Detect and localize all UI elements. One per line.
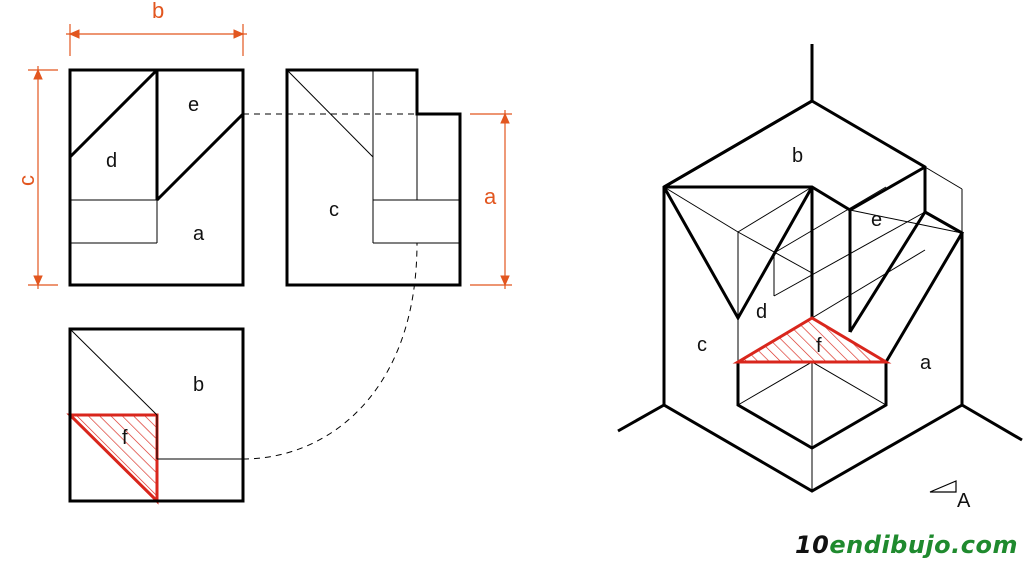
iso-label-c: c — [697, 334, 707, 356]
logo-number: 10 — [794, 531, 830, 559]
iso-label-d: d — [756, 301, 767, 323]
top-view-outline — [68, 327, 245, 503]
dimension-label-a: a — [484, 184, 497, 209]
side-view-diagonal — [286, 69, 374, 158]
view-arrow-icon — [929, 480, 957, 493]
iso-section-f — [732, 316, 892, 364]
top-view-diagonal — [69, 328, 158, 416]
iso-label-b: b — [792, 145, 803, 167]
iso-thin-line — [849, 209, 963, 234]
iso-label-f: f — [816, 335, 822, 357]
dimension-a — [470, 110, 512, 289]
logo-accent: dibujo — [863, 531, 952, 559]
face-label-d: d — [106, 150, 117, 172]
iso-thin-line — [737, 231, 813, 274]
iso-label-e: e — [871, 209, 882, 231]
face-label-e: e — [188, 94, 199, 116]
view-marker: A — [929, 480, 971, 512]
view-marker-label: A — [957, 490, 971, 512]
front-view: d e a — [68, 68, 245, 287]
iso-top-inner — [664, 165, 926, 212]
side-view: c — [285, 68, 462, 287]
face-label-c: c — [329, 199, 339, 221]
dimension-b — [66, 24, 247, 56]
top-view: b f — [66, 327, 245, 505]
iso-thin-line — [924, 166, 963, 190]
section-hatch-f — [66, 413, 159, 505]
iso-face-e — [848, 209, 965, 363]
isometric-view: b e d c f a — [617, 44, 1023, 493]
logo-domain: .com — [951, 531, 1018, 559]
face-label-b: b — [193, 374, 204, 396]
iso-top-face — [663, 99, 813, 189]
iso-axis — [617, 403, 665, 433]
front-view-diagonal-e — [155, 112, 245, 202]
projection-arc — [242, 242, 418, 460]
dimension-label-b: b — [152, 0, 164, 23]
iso-label-a: a — [920, 352, 932, 374]
iso-thin-line — [811, 249, 926, 319]
logo-prefix: en — [829, 531, 864, 559]
iso-thin-line — [737, 186, 813, 233]
site-logo: 10endibujo.com — [795, 531, 1018, 559]
iso-axis — [961, 403, 1023, 442]
dimension-c — [28, 66, 58, 289]
iso-thin-line — [663, 186, 739, 233]
face-label-a: a — [193, 223, 205, 245]
iso-thin-line — [773, 211, 926, 297]
face-label-f: f — [122, 427, 128, 449]
dimension-label-c: c — [14, 175, 39, 186]
iso-outline — [662, 99, 964, 493]
side-view-outline — [285, 68, 462, 287]
iso-thin-line — [773, 186, 887, 254]
front-view-diagonal-d — [68, 68, 159, 159]
